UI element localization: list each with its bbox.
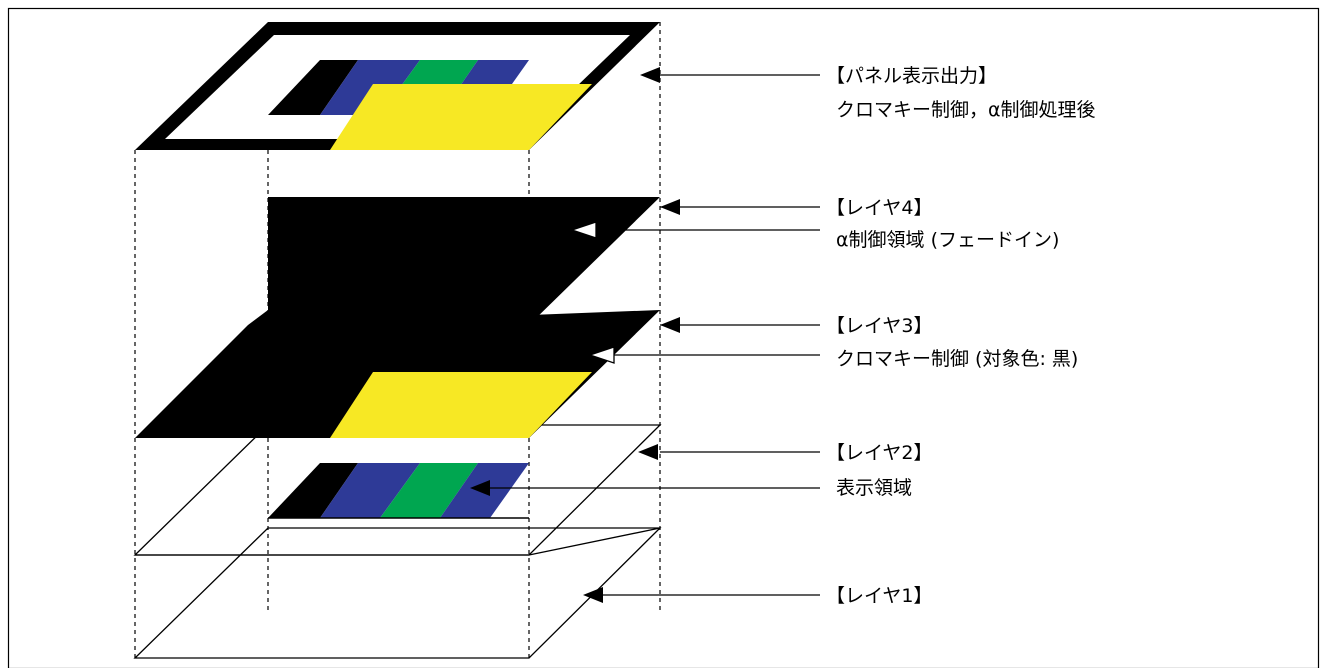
- layer2-title: 【レイヤ2】: [826, 442, 933, 464]
- solid-arrow-icon: [638, 444, 658, 460]
- panel-yellow-area: [330, 84, 592, 150]
- dashed-guides: [134, 22, 661, 658]
- layer1-title: 【レイヤ1】: [826, 585, 933, 607]
- solid-arrow-icon: [640, 67, 660, 83]
- layer2-plane: [133, 424, 662, 556]
- panel-desc: クロマキー制御，α制御処理後: [836, 99, 1096, 121]
- layer4-black-area: [135, 197, 660, 325]
- arrow-heads: [470, 67, 680, 603]
- leader-lines: [490, 74, 820, 596]
- solid-arrow-icon: [470, 480, 490, 496]
- layer2-desc: 表示領域: [836, 477, 912, 499]
- panel-title: 【パネル表示出力】: [826, 65, 997, 87]
- layer3-title: 【レイヤ3】: [826, 315, 933, 337]
- panel-stripe-blue-1: [320, 60, 420, 115]
- layer3-desc: クロマキー制御 (対象色: 黒): [836, 348, 1078, 370]
- layer3-plane: [135, 310, 660, 438]
- layer1-edge-right: [528, 527, 661, 556]
- layer2-stripe-green: [380, 463, 478, 518]
- hollow-arrow-icon: [587, 346, 615, 364]
- layer3-yellow-area: [330, 372, 592, 438]
- solid-arrow-icon: [660, 317, 680, 333]
- layer1-top: [133, 527, 662, 659]
- panel-stripe-black: [268, 60, 358, 115]
- layer4-desc: α制御領域 (フェードイン): [836, 229, 1059, 251]
- outer-frame: [7, 7, 1320, 668]
- panel-output-plane: [135, 22, 660, 150]
- solid-arrow-icon: [583, 587, 603, 603]
- layer2-stripe-blue-1: [320, 463, 420, 518]
- layer1-plane: [133, 527, 662, 659]
- labels: 【パネル表示出力】 クロマキー制御，α制御処理後 【レイヤ4】 α制御領域 (フ…: [826, 65, 1096, 607]
- layer4-title: 【レイヤ4】: [826, 197, 933, 219]
- layer2-stripe-black: [268, 463, 358, 518]
- solid-arrow-icon: [660, 199, 680, 215]
- hollow-arrow-icon: [569, 221, 597, 239]
